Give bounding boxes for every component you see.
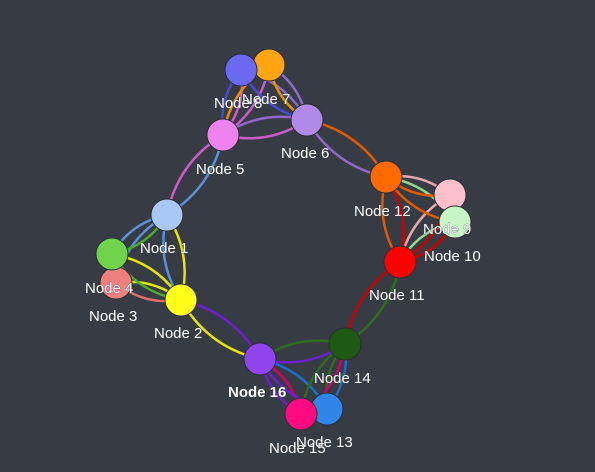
node-n4[interactable] (95, 237, 129, 271)
node-n10[interactable] (438, 205, 472, 239)
node-label-n7: Node 7 (242, 91, 290, 108)
labels-layer: Node 1 Node 2 Node 3 Node 4 Node 5 Node 6 Node… (85, 91, 481, 458)
node-label-n9: Node 9 (423, 221, 471, 238)
node-n9[interactable] (433, 178, 467, 212)
node-label-n14: Node 14 (314, 370, 371, 387)
node-label-n12: Node 12 (354, 203, 411, 220)
nodes-layer (95, 48, 472, 431)
node-n6[interactable] (290, 103, 324, 137)
node-label-n6: Node 6 (281, 145, 329, 162)
node-label-n8: Node 8 (214, 95, 262, 112)
node-label-n2: Node 2 (154, 325, 202, 342)
node-label-n11: Node 11 (369, 287, 425, 304)
node-n15[interactable] (284, 397, 318, 431)
node-n8[interactable] (224, 53, 258, 87)
node-n16[interactable] (243, 342, 277, 376)
node-n7[interactable] (252, 48, 286, 82)
node-n14[interactable] (328, 327, 362, 361)
node-label-n16: Node 16 (228, 384, 286, 401)
node-label-n10: Node 10 (424, 248, 481, 265)
node-label-n4: Node 4 (85, 280, 133, 297)
node-label-n5: Node 5 (196, 161, 244, 178)
node-n11[interactable] (383, 245, 417, 279)
node-n12[interactable] (369, 160, 403, 194)
node-n5[interactable] (206, 118, 240, 152)
node-n1[interactable] (150, 198, 184, 232)
node-label-n15: Node 15 (269, 440, 326, 457)
node-label-n3: Node 3 (89, 308, 137, 325)
node-label-n1: Node 1 (140, 240, 188, 257)
node-n2[interactable] (164, 283, 198, 317)
node-label-n13: Node 13 (296, 434, 353, 451)
